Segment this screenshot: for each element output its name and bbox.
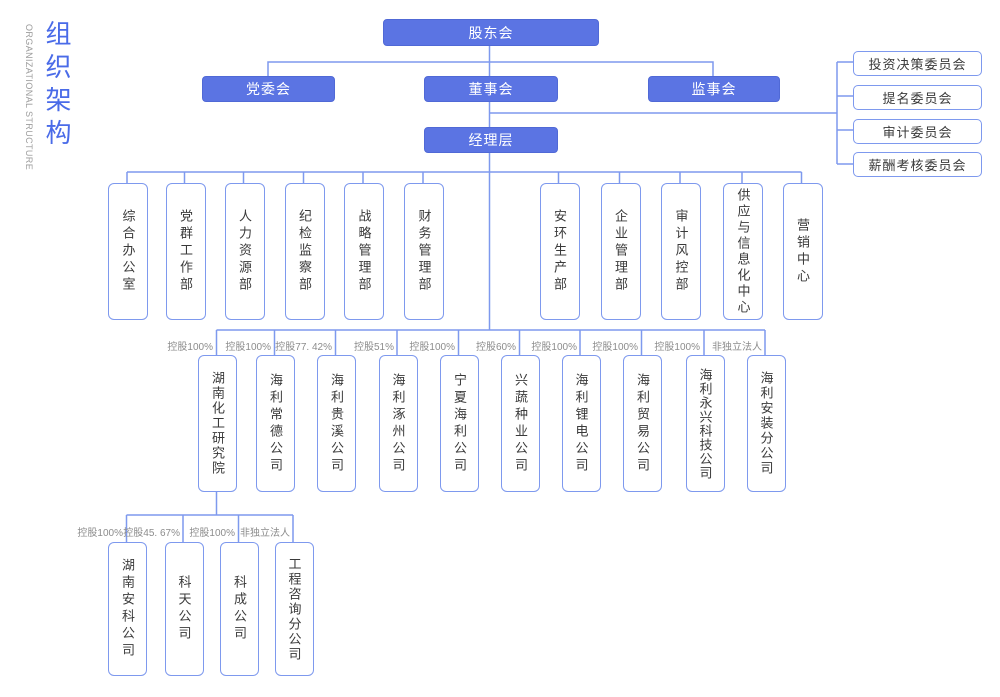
department-node-supply-informatization-center: 供应与信息化中心: [723, 183, 763, 320]
node-committee-investment-decision: 投资决策委员会: [853, 51, 982, 76]
department-node-audit-risk-control: 审计风控部: [661, 183, 701, 320]
stake-label: 控股60%: [475, 342, 516, 353]
stake-label: 控股100%: [409, 342, 455, 353]
stake-label: 控股45. 67%: [123, 528, 180, 539]
department-node-general-office: 综合办公室: [108, 183, 148, 320]
subsidiary-node-hunan-chemical-research-institute: 湖南化工研究院: [198, 355, 237, 492]
subsidiary-node-haili-guixi: 海利贵溪公司: [317, 355, 356, 492]
department-node-finance-management: 财务管理部: [404, 183, 444, 320]
page-subtitle-en: ORGANIZATIONAL STRUCTURE: [24, 24, 34, 171]
subsidiary-node-engineering-consulting-branch: 工程咨询分公司: [274, 542, 314, 676]
stake-label: 控股100%: [225, 342, 271, 353]
subsidiary-node-xingshu-seed: 兴蔬种业公司: [501, 355, 540, 492]
stake-label: 控股100%: [531, 342, 577, 353]
stake-label: 非独立法人: [240, 528, 290, 539]
subsidiary-node-ketian: 科天公司: [164, 542, 204, 676]
node-committee-compensation-assessment: 薪酬考核委员会: [853, 152, 982, 177]
department-node-safety-production: 安环生产部: [539, 183, 580, 320]
stake-label: 控股100%: [654, 342, 700, 353]
node-shareholders-meeting: 股东会: [383, 19, 599, 46]
subsidiary-node-haili-lithium: 海利锂电公司: [561, 355, 601, 492]
node-committee-audit: 审计委员会: [853, 119, 982, 144]
department-node-party-mass-work: 党群工作部: [165, 183, 206, 320]
stake-label: 控股100%: [167, 342, 213, 353]
stake-label: 控股51%: [353, 342, 394, 353]
stake-label: 控股100%: [189, 528, 235, 539]
page-title-cn: 组织架构: [42, 20, 72, 152]
subsidiary-node-haili-trading: 海利贸易公司: [623, 355, 662, 492]
subsidiary-node-haili-yongxing-tech: 海利永兴科技公司: [685, 355, 725, 492]
stake-label: 控股100%: [77, 528, 123, 539]
stake-label: 控股77. 42%: [275, 342, 332, 353]
subsidiary-node-haili-changde: 海利常德公司: [256, 355, 295, 492]
subsidiary-node-ningxia-haili: 宁夏海利公司: [440, 355, 479, 492]
department-node-marketing-center: 营销中心: [782, 183, 823, 320]
subsidiary-node-hunan-anke: 湖南安科公司: [108, 542, 147, 676]
node-management-layer: 经理层: [424, 127, 558, 153]
department-node-enterprise-management: 企业管理部: [600, 183, 641, 320]
subsidiary-node-haili-zhuozhou: 海利涿州公司: [378, 355, 418, 492]
node-board-of-directors: 董事会: [424, 76, 558, 102]
node-committee-nomination: 提名委员会: [853, 85, 982, 110]
stake-label: 控股100%: [592, 342, 638, 353]
department-node-human-resources: 人力资源部: [224, 183, 265, 320]
subsidiary-node-kecheng: 科成公司: [220, 542, 259, 676]
subsidiary-node-haili-installation-branch: 海利安装分公司: [746, 355, 786, 492]
department-node-discipline-inspection: 纪检监察部: [284, 183, 325, 320]
node-supervisory-board: 监事会: [648, 76, 780, 102]
department-node-strategy-management: 战略管理部: [344, 183, 384, 320]
node-party-committee: 党委会: [202, 76, 335, 102]
stake-label: 非独立法人: [712, 342, 762, 353]
